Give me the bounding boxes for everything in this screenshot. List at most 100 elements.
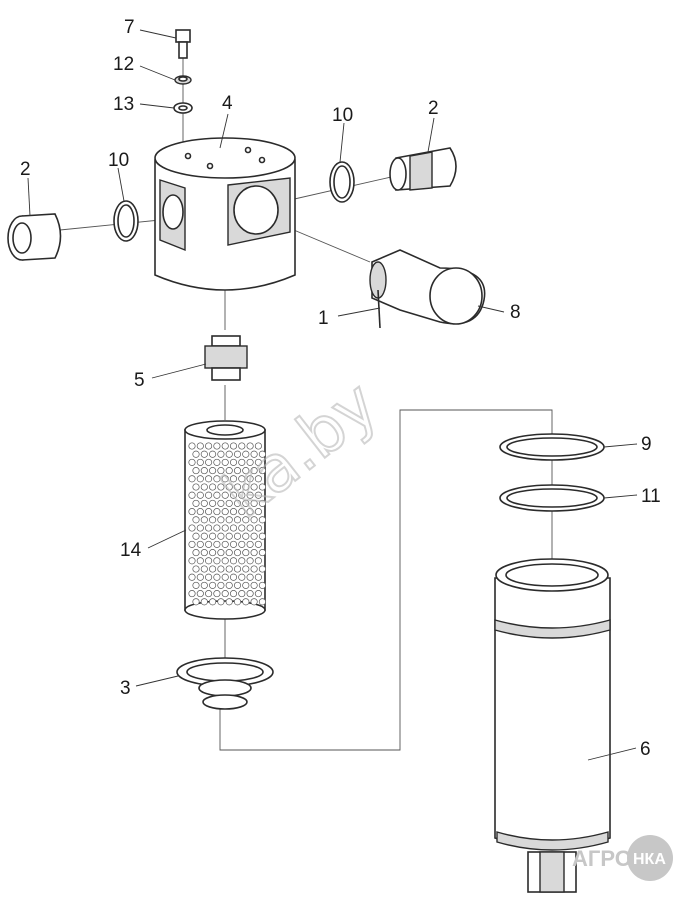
callout-2-left: 2 — [20, 159, 31, 180]
filter-perforations — [188, 442, 266, 606]
perforation-hole — [258, 516, 266, 524]
adapter-5 — [204, 335, 248, 381]
perforation-hole — [246, 557, 254, 565]
callout-2-right: 2 — [428, 98, 439, 119]
perforation-hole — [188, 491, 196, 499]
perforation-hole — [200, 499, 208, 507]
perforation-hole — [258, 549, 266, 557]
perforation-hole — [196, 491, 204, 499]
perforation-hole — [188, 458, 196, 466]
perforation-hole — [238, 590, 246, 598]
perforation-hole — [209, 499, 217, 507]
perforation-hole — [200, 450, 208, 458]
perforation-hole — [196, 590, 204, 598]
perforation-hole — [246, 524, 254, 532]
callout-1: 1 — [318, 308, 329, 329]
perforation-hole — [229, 557, 238, 565]
perforation-hole — [213, 524, 221, 532]
perforation-hole — [250, 516, 258, 524]
perforation-hole — [246, 491, 254, 499]
perforation-hole — [192, 532, 200, 540]
filter-element-14 — [184, 420, 266, 620]
perforation-hole — [242, 516, 250, 524]
perforation-hole — [225, 483, 233, 491]
perforation-hole — [196, 573, 204, 581]
perforation-hole — [233, 450, 242, 458]
perforation-hole — [233, 549, 242, 557]
perforation-hole — [246, 508, 254, 516]
perforation-hole — [254, 557, 262, 565]
perforation-hole — [205, 557, 213, 565]
callout-9: 9 — [641, 434, 652, 455]
perforation-hole — [217, 483, 225, 491]
perforation-hole — [238, 573, 246, 581]
perforation-hole — [225, 598, 233, 606]
perforation-hole — [258, 581, 266, 589]
perforation-hole — [192, 499, 200, 507]
perforation-hole — [229, 573, 238, 581]
perforation-hole — [221, 491, 229, 499]
callout-8: 8 — [510, 302, 521, 323]
perforation-hole — [217, 499, 225, 507]
perforation-hole — [209, 532, 217, 540]
perforation-hole — [238, 557, 246, 565]
perforation-hole — [254, 458, 262, 466]
perforation-hole — [196, 458, 204, 466]
o-ring-10-top — [329, 161, 355, 203]
perforation-hole — [229, 524, 238, 532]
perforation-hole — [225, 565, 233, 573]
perforation-hole — [254, 491, 262, 499]
perforation-hole — [209, 598, 217, 606]
perforation-hole — [200, 532, 208, 540]
perforation-hole — [246, 590, 254, 598]
perforation-hole — [209, 549, 217, 557]
callout-14: 14 — [120, 540, 142, 561]
callout-4: 4 — [222, 93, 233, 114]
o-ring-10-left — [113, 200, 139, 242]
callout-12: 12 — [113, 54, 134, 75]
perforation-hole — [205, 524, 213, 532]
perforation-hole — [188, 442, 196, 450]
perforation-hole — [258, 499, 266, 507]
callout-11: 11 — [641, 486, 661, 507]
perforation-hole — [221, 458, 229, 466]
perforation-hole — [192, 581, 200, 589]
perforation-hole — [205, 590, 213, 598]
perforation-hole — [242, 499, 250, 507]
perforation-hole — [213, 557, 221, 565]
perforation-hole — [258, 532, 266, 540]
perforation-hole — [213, 573, 221, 581]
perforation-hole — [238, 442, 246, 450]
perforation-hole — [209, 581, 217, 589]
perforation-hole — [233, 598, 242, 606]
perforation-hole — [213, 540, 221, 548]
perforation-hole — [258, 450, 266, 458]
perforation-hole — [225, 549, 233, 557]
perforation-hole — [188, 573, 196, 581]
bolt-7 — [175, 29, 191, 59]
perforation-hole — [205, 442, 213, 450]
perforation-hole — [242, 483, 250, 491]
perforation-hole — [188, 590, 196, 598]
perforation-hole — [229, 442, 238, 450]
perforation-hole — [238, 540, 246, 548]
perforation-hole — [238, 475, 246, 483]
perforation-hole — [188, 475, 196, 483]
perforation-hole — [258, 565, 266, 573]
perforation-hole — [225, 467, 233, 475]
perforation-hole — [213, 491, 221, 499]
perforation-hole — [221, 508, 229, 516]
perforation-hole — [250, 565, 258, 573]
logo-badge-circle — [627, 835, 673, 881]
fitting-2-left — [7, 213, 62, 261]
perforation-hole — [233, 581, 242, 589]
washer-13 — [173, 102, 193, 114]
perforation-hole — [188, 508, 196, 516]
perforation-hole — [192, 450, 200, 458]
perforation-hole — [233, 516, 242, 524]
perforation-hole — [242, 532, 250, 540]
perforation-hole — [196, 508, 204, 516]
perforation-hole — [258, 598, 266, 606]
perforation-hole — [250, 483, 258, 491]
